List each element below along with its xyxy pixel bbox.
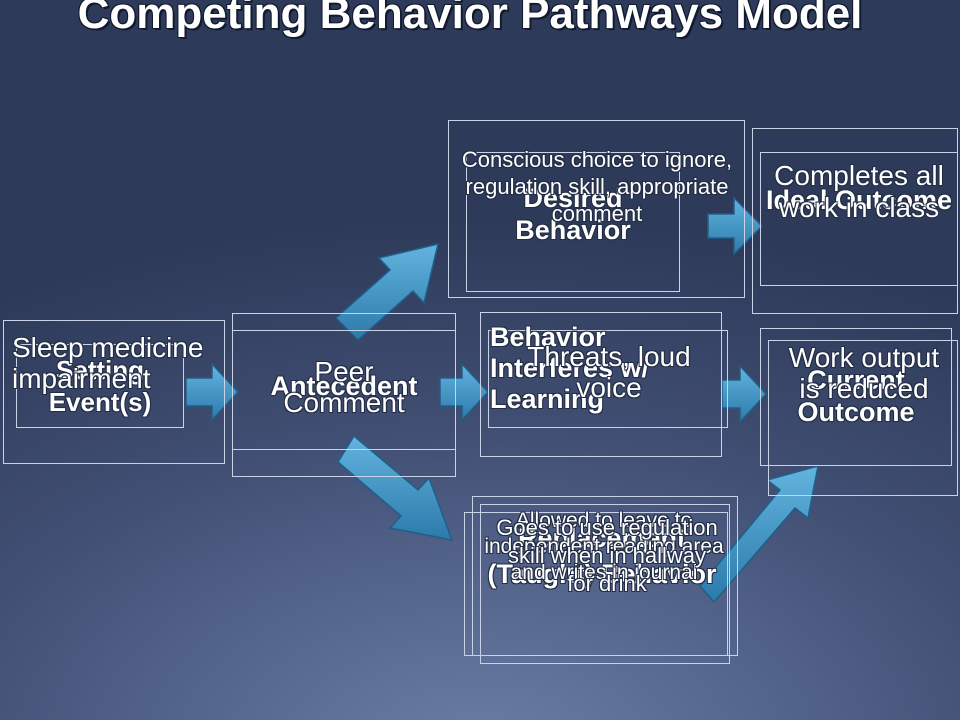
setting-event-inner-box bbox=[16, 344, 184, 428]
interfering-behavior-label: Behavior Interferes w/ Learning bbox=[490, 322, 650, 414]
antecedent-content: Peer Comment bbox=[283, 356, 405, 418]
setting-event-label: Setting Event(s) bbox=[48, 355, 152, 417]
arrow-antecedent-to-desired bbox=[334, 242, 440, 342]
replacement-behavior-content-1: Allowed to leave to independent reading … bbox=[484, 509, 724, 584]
interfering-behavior-inner-box bbox=[488, 330, 728, 428]
current-outcome-inner-box bbox=[768, 340, 958, 496]
ideal-outcome-label: Ideal Outcome bbox=[765, 185, 953, 215]
setting-event-outer-box bbox=[3, 320, 225, 464]
arrow-desired-to-ideal-outcome bbox=[707, 196, 764, 256]
desired-behavior-inner-box bbox=[466, 152, 680, 292]
ideal-outcome-content: Completes all work in class bbox=[774, 160, 944, 223]
replacement-behavior-label: Replacement (Taught) Behavior bbox=[487, 523, 717, 589]
antecedent-label: Antecedent bbox=[270, 371, 418, 401]
replacement-behavior-content-2: Goes to use regulation skill when in hal… bbox=[496, 515, 718, 596]
arrow-antecedent-to-replacement bbox=[337, 434, 454, 541]
desired-behavior-outer-box bbox=[448, 120, 745, 298]
current-outcome-label: Current Outcome bbox=[797, 365, 915, 427]
ideal-outcome-inner-box bbox=[760, 152, 958, 286]
arrow-antecedent-to-behavior bbox=[439, 362, 490, 422]
current-outcome-outer-box bbox=[760, 328, 952, 466]
desired-behavior-label: Desired Behavior bbox=[515, 183, 631, 245]
desired-behavior-content: Conscious choice to ignore, regulation s… bbox=[461, 147, 733, 226]
interfering-behavior-content: Threats, loud voice bbox=[527, 341, 691, 403]
replacement-behavior-inner-box bbox=[480, 504, 730, 664]
arrow-setting-to-antecedent bbox=[185, 362, 240, 422]
page-title: Competing Behavior Pathways Model bbox=[77, 0, 863, 38]
interfering-behavior-outer-box bbox=[480, 312, 722, 457]
arrow-behavior-to-current-outcome bbox=[721, 364, 768, 424]
setting-event-content: Sleep medicine impairment bbox=[12, 332, 204, 394]
current-outcome-content: Work output is reduced bbox=[788, 342, 940, 404]
antecedent-inner-box bbox=[232, 330, 456, 450]
replacement-behavior-mid-box bbox=[464, 512, 728, 656]
